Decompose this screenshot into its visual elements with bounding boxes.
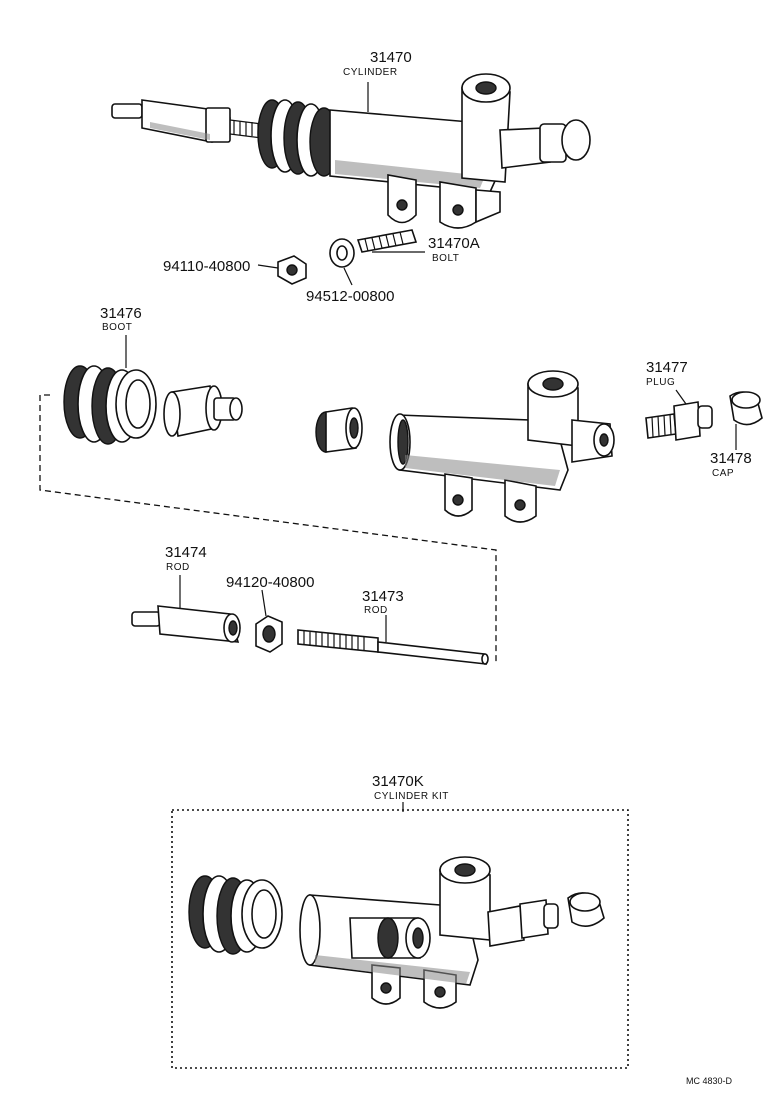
rod-31473 [297, 615, 489, 665]
label-31470-number: 31470 [370, 49, 412, 66]
cylinder-assembly [111, 73, 591, 229]
rod-31474 [131, 575, 241, 643]
kit-contents [188, 856, 605, 1009]
cap-31478 [729, 391, 763, 450]
label-31470K-number: 31470K [372, 773, 424, 790]
label-31474-name: ROD [166, 562, 190, 573]
label-31478-name: CAP [712, 468, 734, 479]
label-31474-number: 31474 [165, 544, 207, 561]
reference-code: MC 4830-D [686, 1076, 733, 1086]
label-94120-40800-number: 94120-40800 [226, 574, 314, 591]
label-31470-name: CYLINDER [343, 67, 398, 78]
bolt-31470A [356, 229, 425, 253]
nut-94120-40800 [255, 589, 283, 653]
label-31470A-number: 31470A [428, 235, 480, 252]
kit-frame [171, 809, 629, 1069]
assembly-bracket [39, 394, 497, 665]
label-31470A-name: BOLT [432, 253, 459, 264]
label-31476-name: BOOT [102, 322, 132, 333]
washer-94512-00800 [329, 238, 355, 286]
nut-94110-40800 [257, 255, 307, 285]
label-31476-number: 31476 [100, 305, 142, 322]
label-31473-number: 31473 [362, 588, 404, 605]
label-94512-00800-number: 94512-00800 [306, 288, 394, 305]
boot-31476 [63, 335, 157, 445]
label-31477-name: PLUG [646, 377, 675, 388]
label-94110-40800-number: 94110-40800 [163, 258, 250, 275]
label-31473-name: ROD [364, 605, 388, 616]
label-31477-number: 31477 [646, 359, 688, 376]
label-31470K-name: CYLINDER KIT [374, 791, 449, 802]
piston [163, 385, 243, 437]
cylinder-body [389, 370, 615, 523]
piston-cup [315, 407, 363, 453]
plug-31477 [645, 389, 713, 441]
label-31478-number: 31478 [710, 450, 752, 467]
